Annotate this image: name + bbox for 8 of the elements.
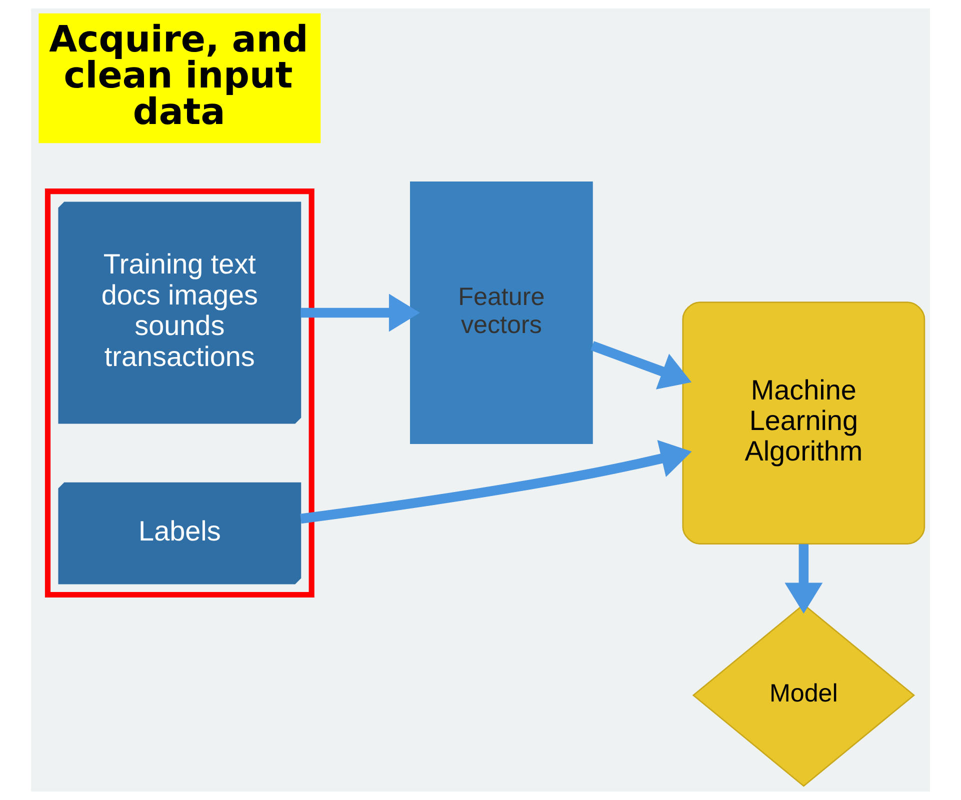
node-box: Feature vectors — [410, 182, 593, 444]
arrow — [300, 294, 420, 332]
node-box: Acquire, and clean input data — [38, 13, 321, 144]
cluster — [44, 188, 314, 598]
arrow — [590, 341, 692, 390]
node-box: Machine Learning Algorithm — [682, 302, 926, 544]
arrow — [300, 440, 692, 524]
arrow — [784, 544, 823, 614]
